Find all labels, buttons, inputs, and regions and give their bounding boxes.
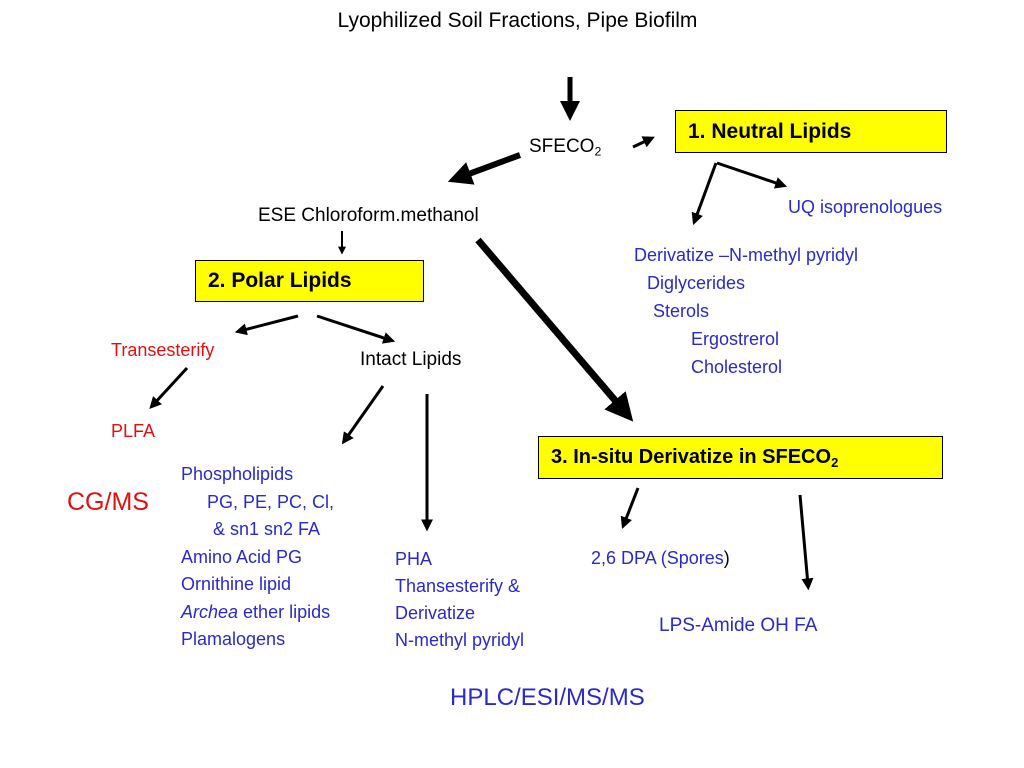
derivatize: Derivatize xyxy=(395,603,476,623)
plfa: PLFA xyxy=(111,421,156,441)
sfeco-subscript: 2 xyxy=(594,144,602,159)
diagram-title: Lyophilized Soil Fractions, Pipe Biofilm xyxy=(337,9,698,32)
arrow-intact-to-phospholipids xyxy=(341,385,385,445)
pha: PHA xyxy=(395,549,433,569)
phospholipids-list: Phospholipids PG, PE, PC, Cl, & sn1 sn2 … xyxy=(181,461,334,654)
in-situ-derivatize-box: 3. In-situ Derivatize in SFECO2 xyxy=(538,436,943,479)
transesterify: Transesterify xyxy=(111,340,215,360)
arrow-ese-to-insitu xyxy=(475,237,634,422)
dpa-closing-paren: ) xyxy=(723,548,730,568)
neutral-lipid-list: Derivatize –N-methyl pyridyl Diglyceride… xyxy=(634,241,858,381)
arrow-neutral-to-derivatize xyxy=(691,162,718,226)
ether-lipids-text: ether lipids xyxy=(238,601,331,622)
archea-ether-lipids: Archea ether lipids xyxy=(181,599,334,627)
sfeco-text: SFECO xyxy=(529,136,595,157)
sterols: Sterols xyxy=(653,301,710,321)
n-methyl-pyridyl: N-methyl pyridyl xyxy=(395,630,525,650)
cholesterol: Cholesterol xyxy=(691,357,783,377)
archea-italic: Archea xyxy=(181,601,239,622)
arrow-sfeco-to-ese xyxy=(447,152,522,185)
arrow-sfeco-to-neutral xyxy=(632,136,655,149)
arrow-polar-to-intact xyxy=(316,314,396,344)
amino-acid-pg: Amino Acid PG xyxy=(181,546,303,567)
hplc-esi-ms-ms: HPLC/ESI/MS/MS xyxy=(450,684,645,711)
ese-chloroform-methanol: ESE Chloroform.methanol xyxy=(258,205,479,226)
polar-lipids-label: 2. Polar Lipids xyxy=(208,269,352,292)
arrow-polar-to-transesterify xyxy=(234,314,299,336)
plamalogens: Plamalogens xyxy=(181,629,286,649)
neutral-lipids-box: 1. Neutral Lipids xyxy=(675,110,947,153)
pg-pe-pc-cl: PG, PE, PC, Cl, xyxy=(207,491,335,512)
neutral-lipids-label: 1. Neutral Lipids xyxy=(688,119,852,143)
sfeco-label: SFECO2 xyxy=(529,136,601,159)
uq-isoprenologues: UQ isoprenologues xyxy=(788,197,943,217)
diglycerides: Diglycerides xyxy=(647,273,746,293)
arrow-insitu-to-lps xyxy=(798,494,814,591)
dpa-spores-text: 2,6 DPA (Spores xyxy=(591,548,724,568)
sn1-sn2-fa: & sn1 sn2 FA xyxy=(213,519,321,539)
in-situ-subscript: 2 xyxy=(831,454,839,470)
thansesterify: Thansesterify & xyxy=(395,576,521,596)
arrow-insitu-to-dpa xyxy=(620,487,640,530)
ornithine-lipid: Ornithine lipid xyxy=(181,574,292,594)
arrow-transesterify-to-plfa xyxy=(149,366,189,409)
in-situ-text: 3. In-situ Derivatize in SFECO xyxy=(551,446,832,468)
lps-amide-oh-fa: LPS-Amide OH FA xyxy=(659,615,818,636)
derivatize-n-methyl-pyridyl: Derivatize –N-methyl pyridyl xyxy=(634,245,859,265)
arrow-neutral-to-uq xyxy=(716,161,788,189)
pha-list: PHA Thansesterify & Derivatize N-methyl … xyxy=(395,546,524,654)
polar-lipids-box: 2. Polar Lipids xyxy=(195,260,424,302)
cg-ms: CG/MS xyxy=(67,488,149,516)
intact-lipids: Intact Lipids xyxy=(360,349,462,370)
ergosterol: Ergostrerol xyxy=(691,329,780,349)
dpa-spores: 2,6 DPA (Spores) xyxy=(591,548,730,570)
phospholipids: Phospholipids xyxy=(181,464,294,484)
in-situ-label: 3. In-situ Derivatize in SFECO2 xyxy=(551,446,838,469)
